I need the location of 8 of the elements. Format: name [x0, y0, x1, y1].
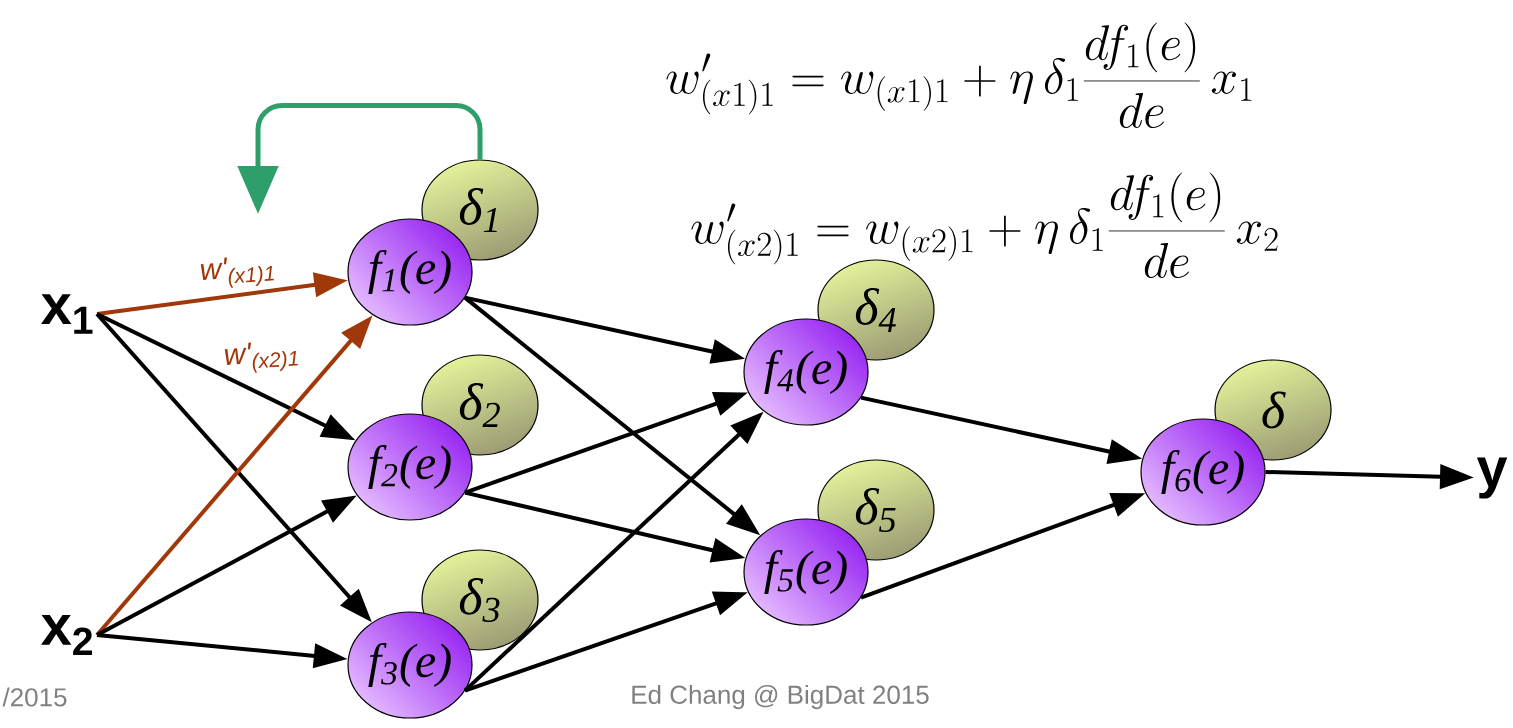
output-label: y [1476, 457, 1508, 499]
footer-text: /2015 [2, 687, 67, 707]
footer-text: Ed Chang @ BigDat 2015 [632, 684, 929, 710]
edge-label: w'$_{(x2)1}$ [224, 342, 298, 373]
edge-label: w'$_{(x1)1}$ [200, 257, 274, 288]
formula: $w'_{(x1)1} = w_{(x1)1} + \eta\,\delta_1 \frac{df_1(e)}{de}\, x_1$ [666, 22, 1252, 129]
input-label: x$_{1}$ [41, 294, 93, 334]
input-label: x$_{2}$ [41, 615, 93, 655]
